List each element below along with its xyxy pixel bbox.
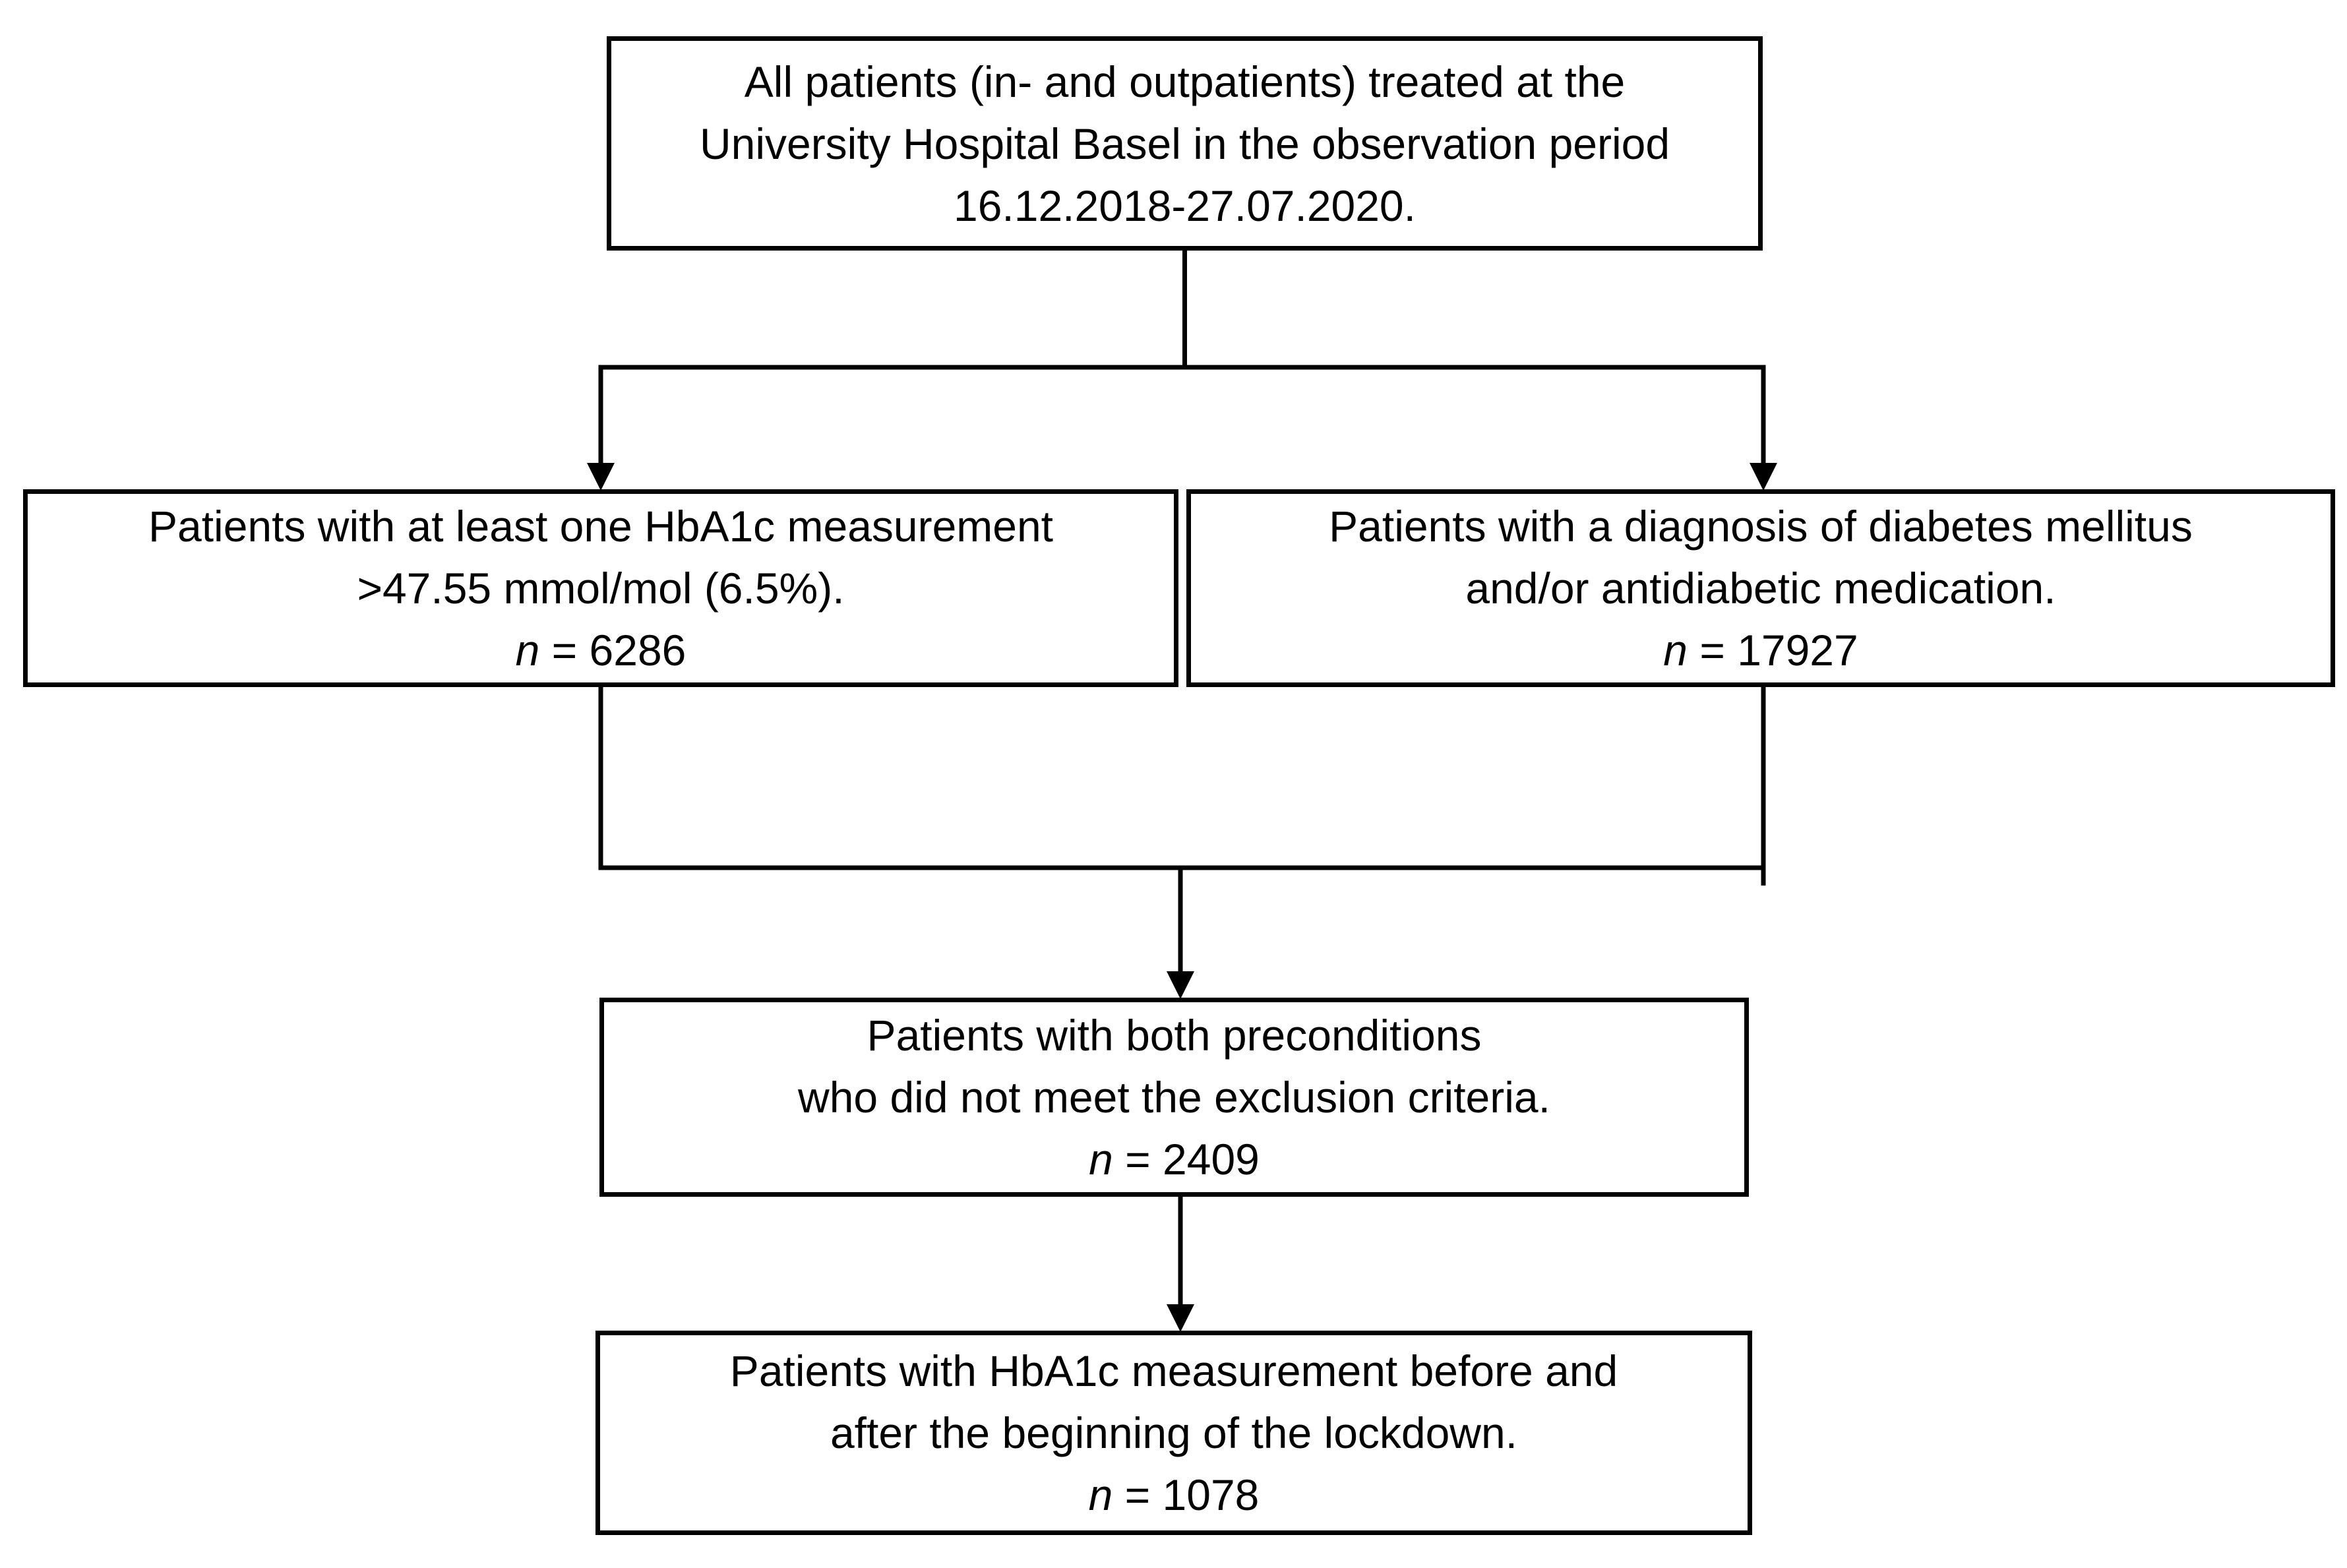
n-value: = 6286 bbox=[551, 626, 686, 675]
box-hba1c-line2: >47.55 mmol/mol (6.5%). bbox=[357, 564, 845, 613]
box-all-patients: All patients (in- and outpatients) treat… bbox=[607, 36, 1763, 251]
box-diagnosis-line2: and/or antidiabetic medication. bbox=[1465, 564, 2056, 613]
arrowhead-to-middle-box bbox=[1167, 971, 1194, 999]
box-diagnosis-n-line: n = 17927 bbox=[1663, 619, 1858, 681]
box-lockdown-n-line: n = 1078 bbox=[1089, 1464, 1260, 1526]
box-hba1c-line1: Patients with at least one HbA1c measure… bbox=[148, 502, 1054, 551]
n-value: = 2409 bbox=[1125, 1135, 1260, 1184]
box-all-patients-line2: University Hospital Basel in the observa… bbox=[699, 119, 1670, 168]
box-diagnosis-line1: Patients with a diagnosis of diabetes me… bbox=[1329, 502, 2193, 551]
n-value: = 17927 bbox=[1699, 626, 1858, 675]
box-hba1c-measurement: Patients with at least one HbA1c measure… bbox=[23, 489, 1178, 687]
box-diabetes-diagnosis: Patients with a diagnosis of diabetes me… bbox=[1186, 489, 2335, 687]
box-preconditions-n-line: n = 2409 bbox=[1089, 1128, 1260, 1190]
n-symbol: n bbox=[1663, 626, 1688, 675]
n-value: = 1078 bbox=[1124, 1470, 1260, 1519]
arrowhead-to-right-box bbox=[1750, 463, 1777, 491]
box-hba1c-n-line: n = 6286 bbox=[516, 619, 686, 681]
box-lockdown-line1: Patients with HbA1c measurement before a… bbox=[729, 1346, 1618, 1395]
branch-bar bbox=[598, 365, 1766, 467]
n-symbol: n bbox=[1088, 1470, 1113, 1519]
arrowhead-to-left-box bbox=[587, 463, 615, 491]
n-symbol: n bbox=[1089, 1135, 1113, 1184]
box-all-patients-line3: 16.12.2018-27.07.2020. bbox=[954, 181, 1416, 230]
n-symbol: n bbox=[515, 626, 540, 675]
box-preconditions-line2: who did not meet the exclusion criteria. bbox=[798, 1073, 1550, 1122]
box-preconditions-line1: Patients with both preconditions bbox=[867, 1011, 1482, 1060]
box-lockdown-line2: after the beginning of the lockdown. bbox=[830, 1408, 1518, 1457]
box-all-patients-line1: All patients (in- and outpatients) treat… bbox=[744, 57, 1626, 106]
box-both-preconditions: Patients with both preconditions who did… bbox=[599, 998, 1749, 1197]
box-lockdown-measurement: Patients with HbA1c measurement before a… bbox=[595, 1331, 1752, 1535]
arrowhead-to-bottom-box bbox=[1167, 1304, 1194, 1332]
